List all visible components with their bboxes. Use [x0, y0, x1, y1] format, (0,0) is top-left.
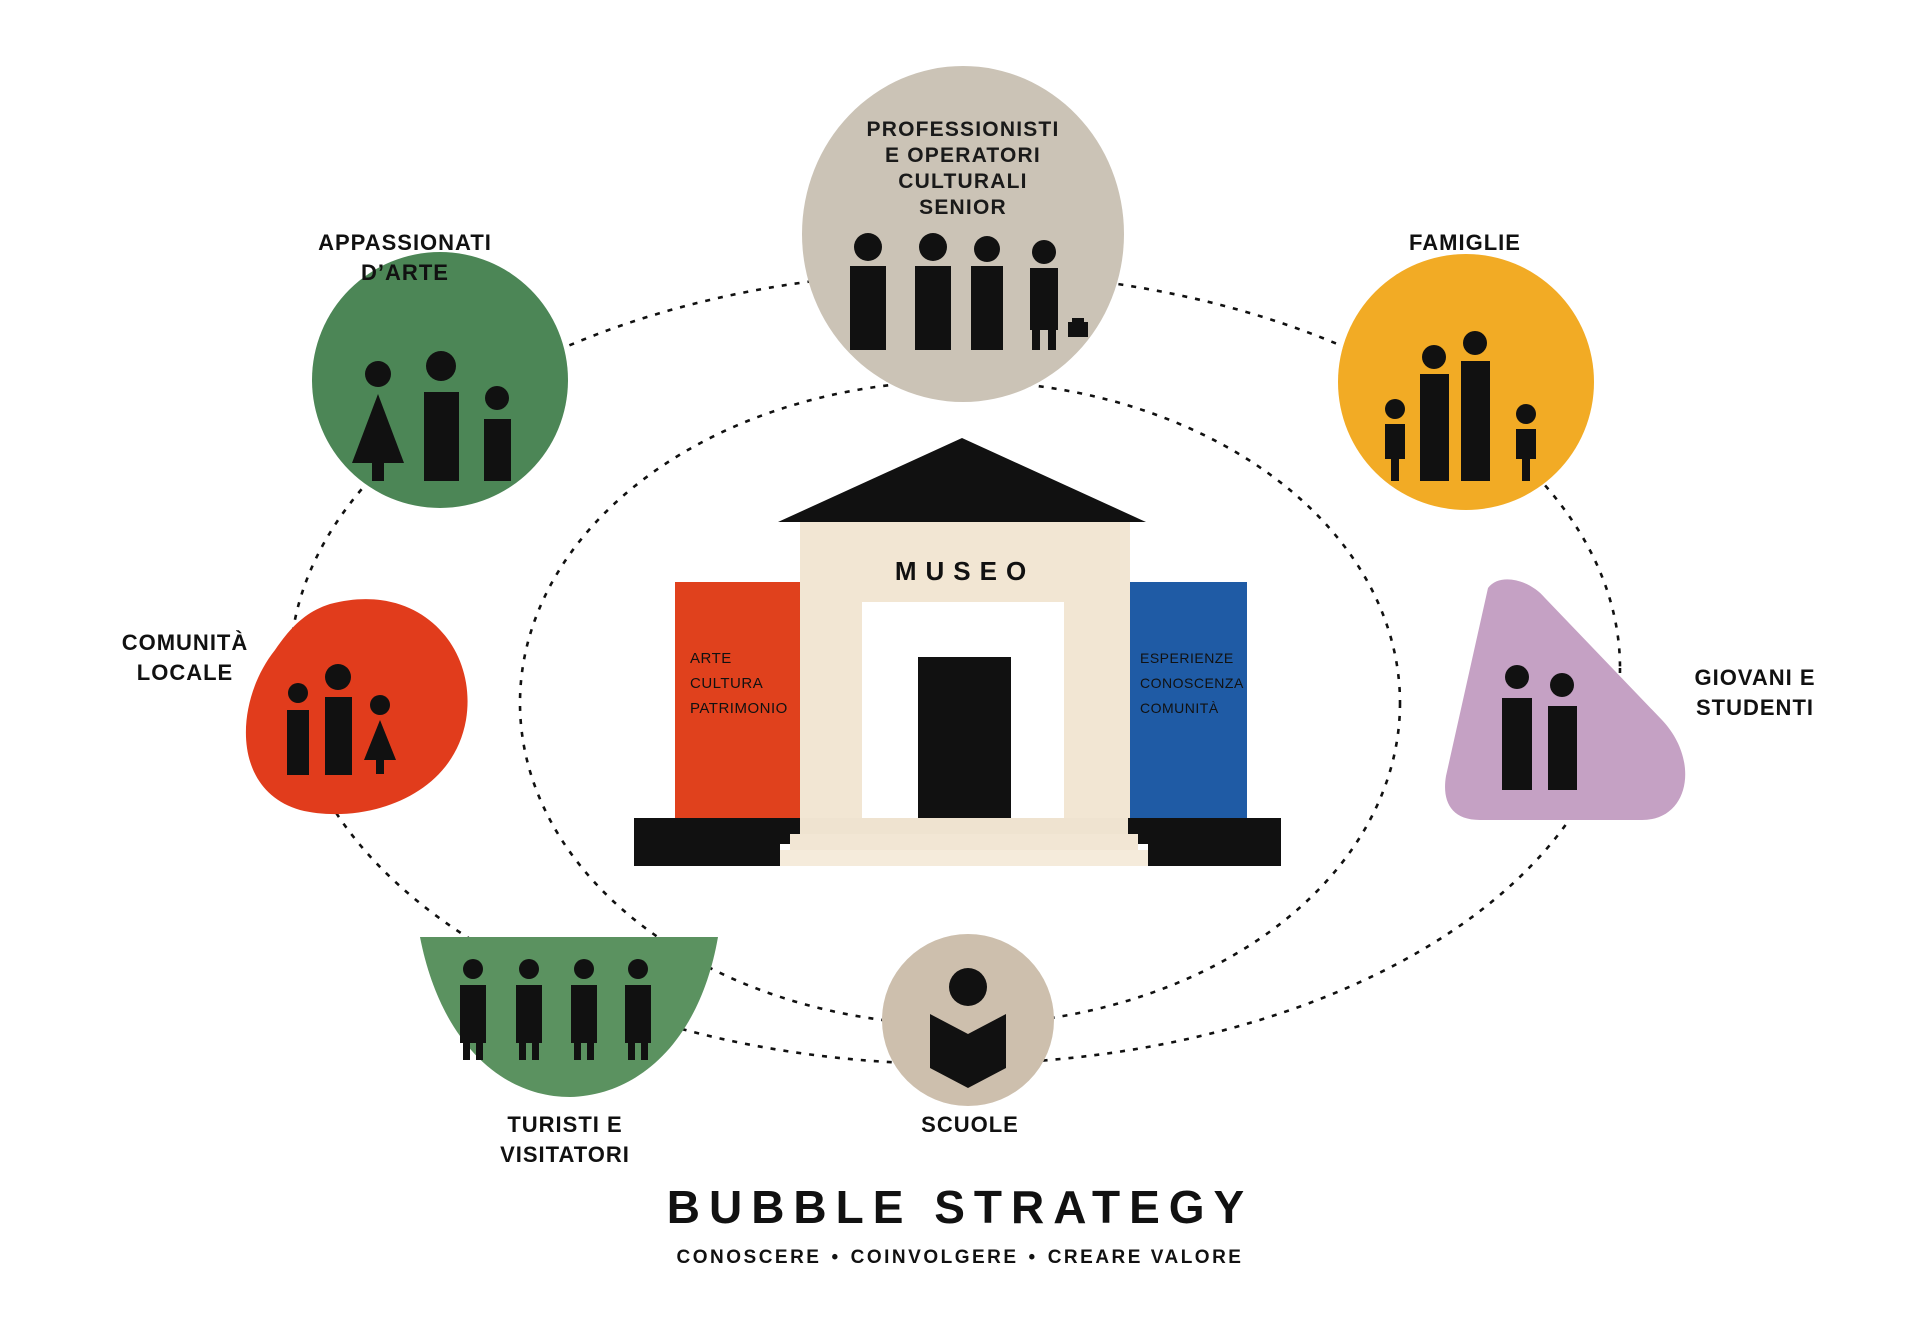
- four-tourists-icon: [460, 959, 651, 1060]
- professionisti-label: PROFESSIONISTI E OPERATORI CULTURALI SEN…: [843, 117, 1083, 221]
- right-column-line-3: COMUNITÀ: [1140, 700, 1219, 716]
- left-column-line-3: PATRIMONIO: [690, 700, 788, 717]
- subtitle-item-3: CREARE VALORE: [1047, 1247, 1244, 1268]
- professionisti-line-2: E OPERATORI: [885, 144, 1041, 167]
- three-people-icon: [352, 351, 511, 481]
- professionisti-line-1: PROFESSIONISTI: [866, 118, 1060, 141]
- turisti-label: TURISTI E VISITATORI: [480, 1110, 650, 1170]
- giovani-label: GIOVANI E STUDENTI: [1670, 663, 1840, 723]
- page-subtitle: CONOSCERE • COINVOLGERE • CREARE VALORE: [0, 1247, 1920, 1269]
- appassionati-bubble: [312, 252, 568, 508]
- museum-step-3: [780, 850, 1148, 866]
- turisti-line-2: VISITATORI: [500, 1142, 630, 1167]
- right-column-line-2: CONOSCENZA: [1140, 675, 1244, 691]
- subtitle-separator-1: •: [831, 1247, 841, 1268]
- museum-roof: [778, 438, 1146, 522]
- famiglie-label: FAMIGLIE: [1380, 228, 1550, 258]
- comunita-label: COMUNITÀ LOCALE: [100, 628, 270, 688]
- subtitle-item-2: COINVOLGERE: [850, 1247, 1019, 1268]
- scuole-line-1: SCUOLE: [921, 1112, 1019, 1137]
- two-students-icon: [1502, 665, 1577, 790]
- comunita-bubble: [245, 599, 468, 815]
- giovani-bubble: [1445, 579, 1686, 820]
- giovani-line-1: GIOVANI E: [1694, 665, 1816, 690]
- left-column-line-2: CULTURA: [690, 675, 764, 692]
- museum-step-1: [800, 818, 1128, 834]
- subtitle-item-1: CONOSCERE: [676, 1247, 822, 1268]
- museum-building: [634, 438, 1281, 866]
- left-column-line-1: ARTE: [690, 650, 732, 667]
- page-title: BUBBLE STRATEGY: [666, 1181, 1254, 1233]
- turisti-line-1: TURISTI E: [507, 1112, 623, 1137]
- scuole-label: SCUOLE: [890, 1110, 1050, 1140]
- museum-label: MUSEO: [894, 556, 1036, 586]
- turisti-bubble: [420, 937, 718, 1097]
- family-icon: [1385, 331, 1536, 481]
- comunita-line-1: COMUNITÀ: [121, 630, 249, 655]
- professionisti-line-4: SENIOR: [919, 196, 1007, 219]
- famiglie-line-1: FAMIGLIE: [1409, 230, 1521, 255]
- museum-right-plinth: [1128, 818, 1281, 866]
- appassionati-line-2: D’ARTE: [361, 260, 449, 285]
- museum-step-2: [790, 834, 1138, 850]
- community-people-icon: [287, 664, 396, 775]
- famiglie-bubble: [1338, 254, 1594, 510]
- museum-right-column: [1127, 582, 1247, 820]
- right-column-line-1: ESPERIENZE: [1140, 650, 1234, 666]
- giovani-line-2: STUDENTI: [1696, 695, 1814, 720]
- museum-left-column: [675, 582, 802, 820]
- comunita-line-2: LOCALE: [136, 660, 234, 685]
- subtitle-separator-2: •: [1028, 1247, 1038, 1268]
- appassionati-label: APPASSIONATI D’ARTE: [300, 228, 510, 288]
- reader-with-book-icon: [930, 968, 1006, 1088]
- appassionati-line-1: APPASSIONATI: [318, 230, 492, 255]
- professionisti-line-3: CULTURALI: [898, 170, 1028, 193]
- museum-door: [918, 657, 1011, 820]
- professionisti-bubble: [802, 66, 1124, 402]
- museum-left-column-text: ARTE CULTURA PATRIMONIO: [690, 646, 800, 721]
- museum-left-plinth: [634, 818, 800, 866]
- four-adults-with-briefcase-icon: [850, 233, 1088, 350]
- scuole-bubble: [882, 934, 1054, 1106]
- museum-right-column-text: ESPERIENZE CONOSCENZA COMUNITÀ: [1140, 646, 1250, 721]
